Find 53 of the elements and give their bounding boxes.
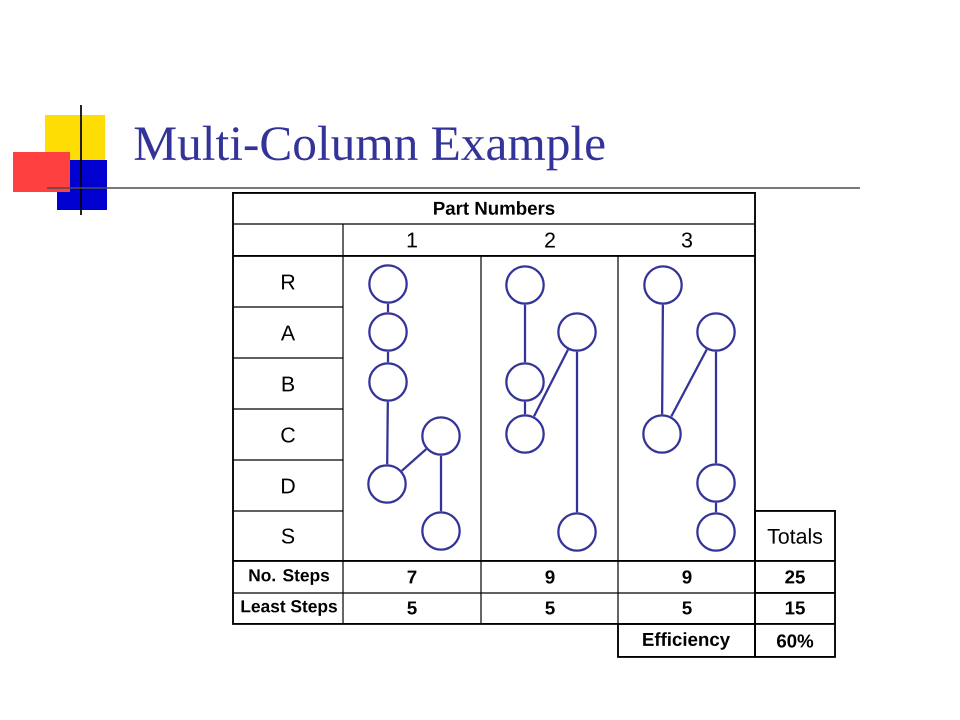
step-circle (505, 362, 545, 402)
step-circle (368, 362, 408, 402)
cell-value: 15 (786, 601, 805, 614)
row-label: Least Steps (242, 600, 337, 616)
column-heading: 3 (682, 232, 692, 248)
connector-line (714, 352, 718, 464)
step-circle (643, 265, 683, 305)
step-circle (505, 414, 545, 454)
cell-value: 5 (545, 601, 555, 614)
column-heading: Part Numbers (434, 201, 554, 215)
cell-value: Efficiency (643, 632, 730, 650)
step-circle (642, 414, 682, 454)
connector-line (661, 304, 664, 414)
connector-line (386, 352, 390, 362)
cell-value: 25 (785, 570, 805, 584)
connector-line (440, 456, 442, 512)
step-circle (367, 464, 407, 504)
connector-line (524, 402, 526, 414)
row-label: S (282, 528, 294, 544)
connector-line (670, 348, 708, 418)
row-label: B (282, 376, 294, 392)
row-label: C (281, 427, 295, 443)
step-circle (696, 463, 736, 503)
cell-value: 5 (407, 601, 417, 614)
step-circle (696, 512, 736, 552)
connector-line (533, 349, 570, 417)
cell-value: 7 (408, 570, 416, 584)
cell-value: 5 (682, 601, 692, 614)
row-label: D (282, 478, 295, 494)
connector-line (714, 502, 718, 512)
column-heading: 1 (408, 232, 417, 248)
step-circle (505, 265, 545, 305)
column-heading: 2 (545, 232, 555, 248)
row-label: A (280, 326, 296, 340)
cell-value: 60% (777, 634, 814, 648)
step-circle (368, 264, 408, 304)
row-label: R (282, 274, 295, 290)
connector-line (576, 352, 578, 512)
step-circle (696, 312, 736, 352)
step-circle (557, 512, 597, 552)
row-label: No. Steps (249, 569, 330, 585)
step-circle (368, 312, 408, 352)
cell-value: 9 (545, 570, 555, 584)
connector-line (401, 448, 427, 472)
connector-line (386, 402, 389, 464)
connector-line (386, 304, 390, 312)
step-circle (557, 312, 597, 352)
cell-value: 9 (682, 570, 692, 584)
connector-line (524, 304, 526, 362)
title: Multi-Column Example (134, 126, 604, 170)
column-heading: Totals (768, 528, 822, 544)
step-circle (421, 416, 461, 456)
step-circle (421, 511, 461, 551)
